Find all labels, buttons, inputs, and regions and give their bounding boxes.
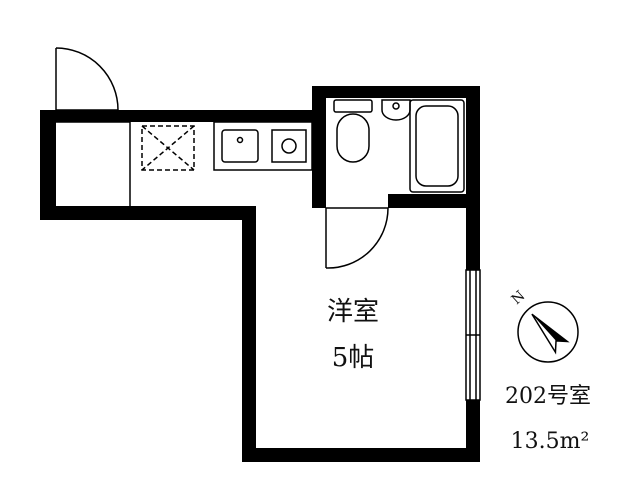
unit-area-label: 13.5m² [511,429,590,454]
room-size-label: 5帖 [332,343,375,373]
bathroom-door [325,207,389,269]
bathtub [409,99,465,193]
bathtub-inner [415,105,459,187]
stove [271,129,307,163]
wall-top-bathroom [312,86,480,98]
room-name-label: 洋室 [327,297,379,327]
wall-bottom-room [242,448,480,462]
compass-north-label: N [509,288,529,308]
bathroom-fixtures [333,99,465,193]
wall-top-kitchen [40,110,322,122]
wall-bottom-bathroom [388,194,480,208]
wall-right-lower [466,400,480,462]
fridge-space [141,125,195,171]
sink-drain [236,136,244,144]
walls [40,86,480,462]
compass-arrow-icon [531,313,570,355]
toilet-bowl [336,113,370,163]
entrance-door [55,47,119,111]
window [465,269,481,401]
wall-right-upper [466,86,480,270]
sink [221,129,259,163]
unit-number-label: 202号室 [505,384,591,409]
stove-burner [281,138,297,154]
basin-tap [392,102,400,110]
wall-left-entry [40,110,56,220]
toilet-tank [333,99,373,113]
compass-circle [517,301,579,363]
compass: N [509,288,579,363]
wall-left-room [242,206,256,462]
wall-left-bathroom [312,86,326,208]
entry-lines [56,121,131,206]
kitchen-counter [213,121,313,171]
wall-bottom-corridor [40,206,256,220]
